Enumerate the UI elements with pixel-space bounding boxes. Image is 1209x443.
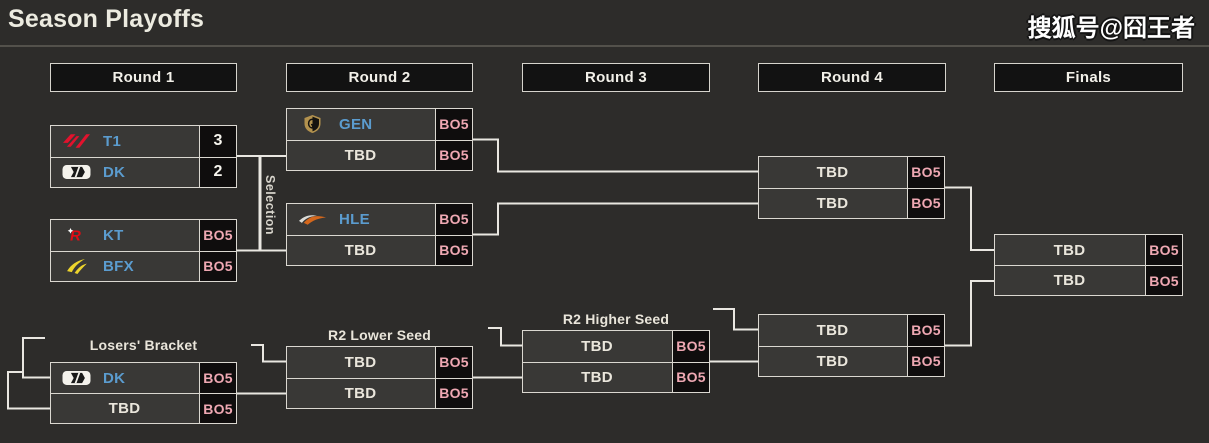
match-row-tbd[interactable]: TBD BO5: [287, 139, 472, 170]
match-row-tbd[interactable]: TBD BO5: [759, 345, 944, 376]
team-name: DK: [103, 163, 126, 181]
match-row-hle[interactable]: HLE BO5: [287, 204, 472, 235]
match-row-tbd[interactable]: TBD BO5: [759, 315, 944, 346]
team-name: TBD: [1053, 241, 1086, 259]
match-row-kt[interactable]: R KT BO5: [51, 220, 236, 251]
team-name: GEN: [339, 115, 373, 133]
r2-lower-seed-label: R2 Lower Seed: [328, 327, 431, 343]
round-2-header: Round 2: [286, 63, 473, 92]
losers-bracket-label: Losers' Bracket: [89, 337, 198, 353]
hle-logo-icon: [296, 212, 328, 226]
selection-label: Selection: [263, 174, 277, 236]
match-score: 3: [199, 126, 236, 157]
team-name: TBD: [344, 384, 377, 402]
match-format: BO5: [435, 140, 472, 170]
match-r2-lower-seed: TBD BO5 TBD BO5: [286, 346, 473, 409]
match-losers-round1: DK BO5 TBD BO5: [50, 362, 237, 424]
team-name: TBD: [581, 337, 613, 355]
match-format: BO5: [907, 157, 944, 188]
match-format: BO5: [672, 362, 709, 392]
match-round1-top: T1 3 DK 2: [50, 125, 237, 188]
r2-higher-seed-label: R2 Higher Seed: [562, 311, 670, 327]
watermark-text: 搜狐号@囧王者: [1027, 15, 1195, 42]
match-row-bfx[interactable]: BFX BO5: [51, 250, 236, 281]
team-name: TBD: [344, 146, 377, 164]
finals-header: Finals: [994, 63, 1183, 92]
match-format: BO5: [199, 220, 236, 251]
match-format: BO5: [907, 315, 944, 346]
team-name: BFX: [103, 257, 134, 275]
match-row-t1[interactable]: T1 3: [51, 126, 236, 157]
match-format: BO5: [199, 363, 236, 393]
team-name: TBD: [108, 400, 141, 417]
match-format: BO5: [672, 331, 709, 362]
match-finals: TBD BO5 TBD BO5: [994, 234, 1183, 296]
match-format: BO5: [435, 347, 472, 378]
page-title: Season Playoffs: [8, 5, 205, 33]
match-format: BO5: [435, 235, 472, 265]
team-name: TBD: [816, 321, 849, 339]
match-format: BO5: [907, 346, 944, 376]
team-name: TBD: [344, 353, 377, 371]
match-format: BO5: [1145, 235, 1182, 265]
match-row-dk[interactable]: DK BO5: [51, 363, 236, 393]
match-round4-bottom: TBD BO5 TBD BO5: [758, 314, 945, 377]
match-format: BO5: [435, 204, 472, 235]
match-round2-hle: HLE BO5 TBD BO5: [286, 203, 473, 266]
team-name: TBD: [1053, 272, 1086, 289]
match-format: BO5: [435, 378, 472, 408]
match-row-tbd[interactable]: TBD BO5: [759, 157, 944, 188]
match-round1-bottom: R KT BO5 BFX BO5: [50, 219, 237, 282]
match-format: BO5: [907, 188, 944, 218]
match-score: 2: [199, 157, 236, 187]
kt-logo-icon: R: [60, 227, 92, 243]
header-divider: [0, 45, 1209, 47]
match-row-tbd[interactable]: TBD BO5: [523, 361, 709, 392]
match-format: BO5: [199, 251, 236, 281]
team-name: DK: [103, 369, 126, 387]
round-4-header: Round 4: [758, 63, 946, 92]
team-name: KT: [103, 226, 124, 244]
t1-logo-icon: [60, 133, 92, 149]
match-row-tbd[interactable]: TBD BO5: [523, 331, 709, 362]
team-name: HLE: [339, 210, 370, 228]
round-3-header: Round 3: [522, 63, 710, 92]
team-name: TBD: [344, 241, 377, 259]
match-row-tbd[interactable]: TBD BO5: [759, 187, 944, 218]
round-1-header: Round 1: [50, 63, 237, 92]
team-name: TBD: [581, 368, 613, 386]
match-format: BO5: [1145, 266, 1182, 295]
match-row-tbd[interactable]: TBD BO5: [995, 235, 1182, 265]
match-row-tbd[interactable]: TBD BO5: [995, 265, 1182, 295]
gen-logo-icon: [296, 115, 328, 134]
match-row-gen[interactable]: GEN BO5: [287, 109, 472, 140]
match-row-dk[interactable]: DK 2: [51, 156, 236, 187]
match-row-tbd[interactable]: TBD BO5: [287, 234, 472, 265]
svg-text:R: R: [70, 228, 81, 244]
match-row-tbd[interactable]: TBD BO5: [287, 377, 472, 408]
match-round4-top: TBD BO5 TBD BO5: [758, 156, 945, 219]
team-name: TBD: [816, 163, 849, 181]
match-row-tbd[interactable]: TBD BO5: [51, 393, 236, 423]
match-format: BO5: [435, 109, 472, 140]
match-format: BO5: [199, 394, 236, 423]
team-name: TBD: [816, 194, 849, 212]
match-row-tbd[interactable]: TBD BO5: [287, 347, 472, 378]
dk-logo-icon: [60, 165, 92, 180]
match-round2-gen: GEN BO5 TBD BO5: [286, 108, 473, 171]
match-r2-higher-seed: TBD BO5 TBD BO5: [522, 330, 710, 393]
dk-logo-icon: [60, 371, 92, 385]
team-name: T1: [103, 132, 122, 150]
team-name: TBD: [816, 352, 849, 370]
bfx-logo-icon: [60, 258, 92, 275]
